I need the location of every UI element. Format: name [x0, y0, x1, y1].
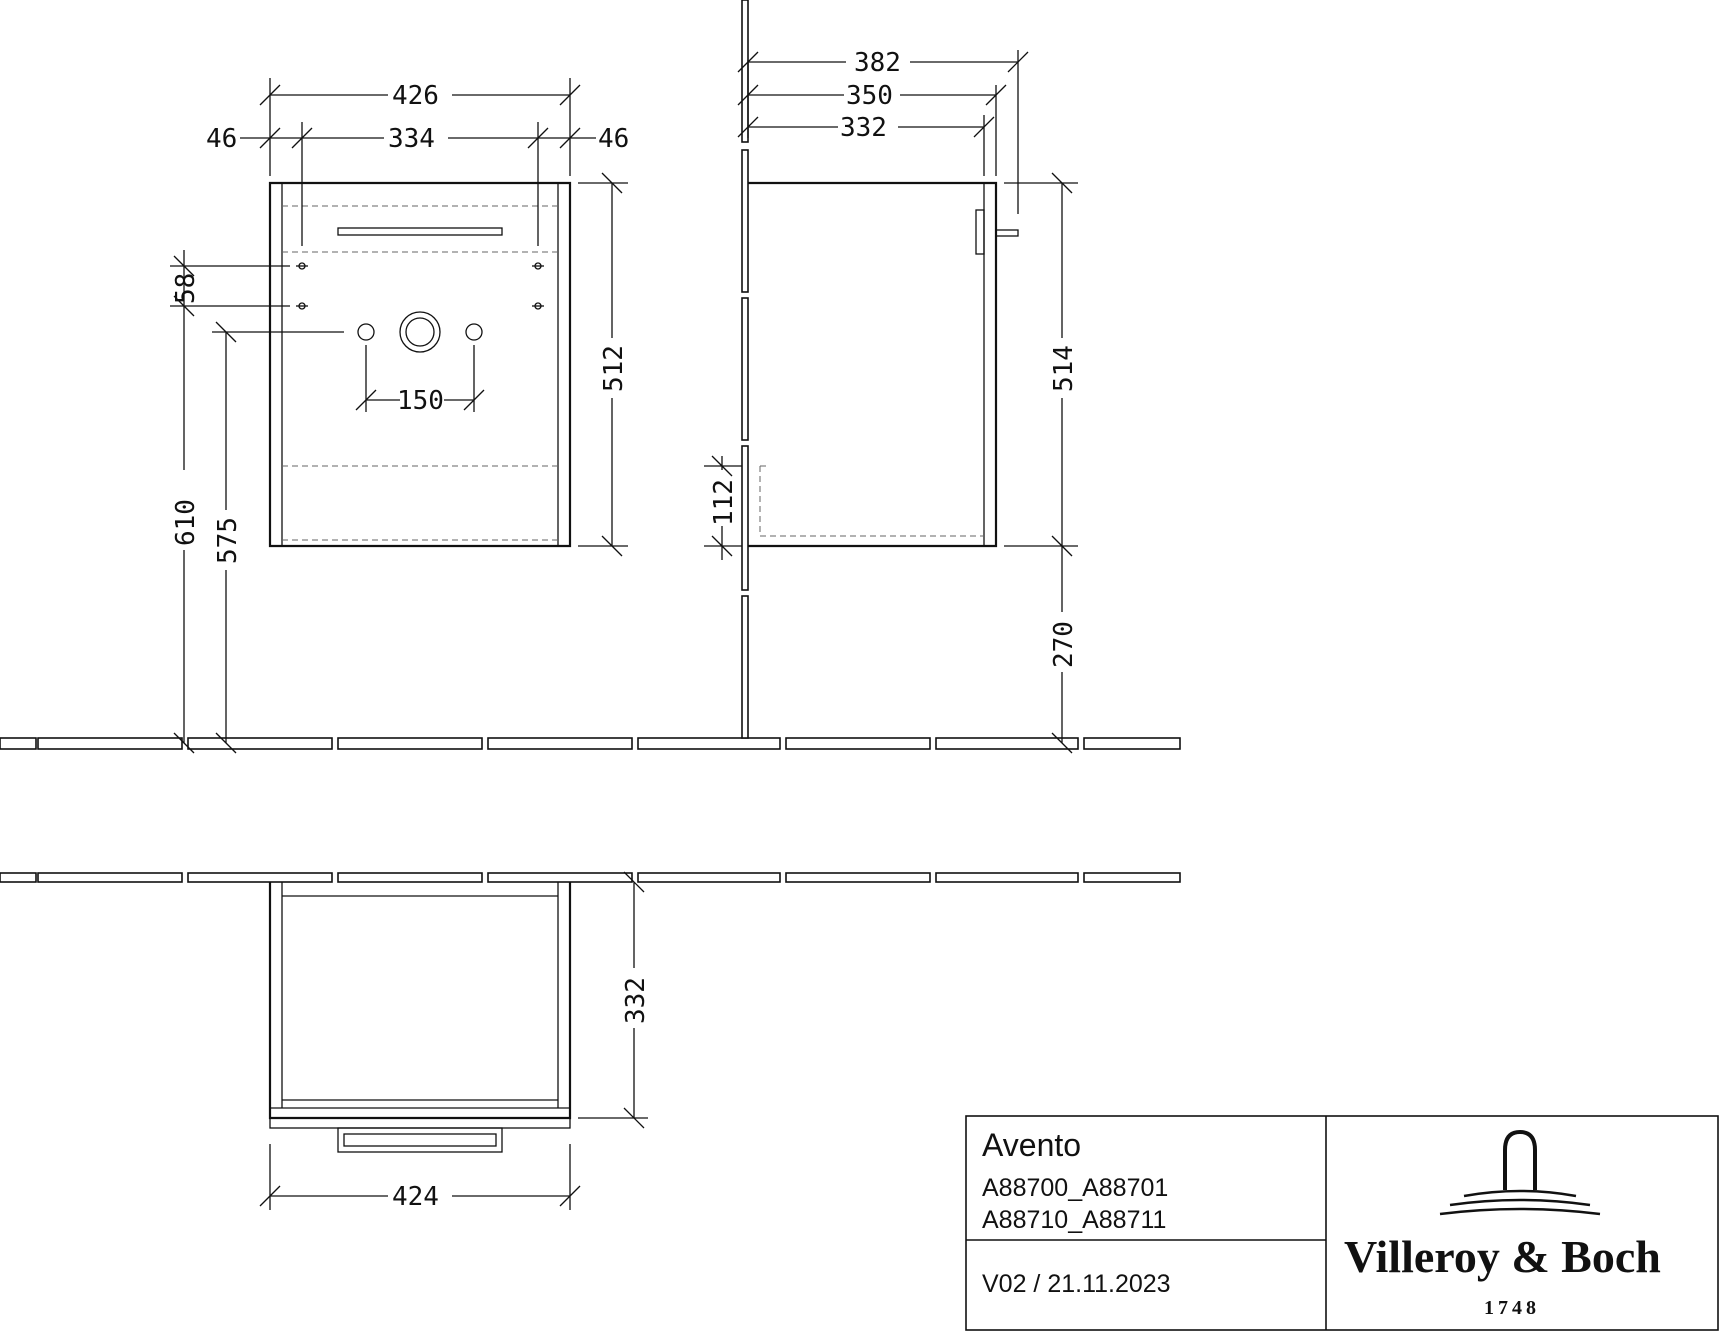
dim-front-floor-to-holes: 575 — [213, 517, 243, 564]
title-block: Avento A88700_A88701 A88710_A88711 V02 /… — [965, 1115, 1719, 1331]
dim-front-right-offset: 46 — [598, 124, 629, 154]
fountain-logo-icon — [1439, 1129, 1601, 1216]
dim-front-width: 426 — [392, 81, 439, 111]
product-codes-line1: A88700_A88701 — [982, 1174, 1168, 1202]
dim-front-hole-spacing: 334 — [388, 124, 435, 154]
brand-name: Villeroy & Boch — [1344, 1231, 1661, 1282]
product-codes-line2: A88710_A88711 — [982, 1206, 1166, 1234]
wall-line-bottom — [0, 872, 1181, 883]
dim-front-vertical-holes: 58 — [171, 273, 201, 304]
front-view: 426 46 334 46 512 58 610 — [170, 78, 629, 754]
dim-front-floor-to-top: 610 — [171, 499, 201, 546]
brand-year: 1748 — [1484, 1297, 1540, 1319]
dim-side-depth-mid: 350 — [846, 81, 893, 111]
floor-line-top — [0, 737, 1181, 750]
dim-side-floor-clearance: 270 — [1049, 621, 1079, 668]
dim-side-height: 514 — [1049, 345, 1079, 392]
dim-top-depth: 332 — [621, 977, 651, 1024]
dim-side-drawer-gap: 112 — [709, 479, 739, 526]
wall-line-side — [741, 0, 749, 739]
dim-side-depth-body: 332 — [840, 113, 887, 143]
dim-front-height: 512 — [599, 345, 629, 392]
product-name: Avento — [982, 1127, 1081, 1163]
side-view: 382 350 332 514 270 112 — [704, 48, 1079, 754]
dim-front-tap-spacing: 150 — [397, 386, 444, 416]
dim-top-width: 424 — [392, 1182, 439, 1212]
top-view: 332 424 — [259, 871, 651, 1212]
dim-side-depth-overall: 382 — [854, 48, 901, 78]
version-date: V02 / 21.11.2023 — [982, 1270, 1171, 1298]
dim-front-left-offset: 46 — [206, 124, 237, 154]
